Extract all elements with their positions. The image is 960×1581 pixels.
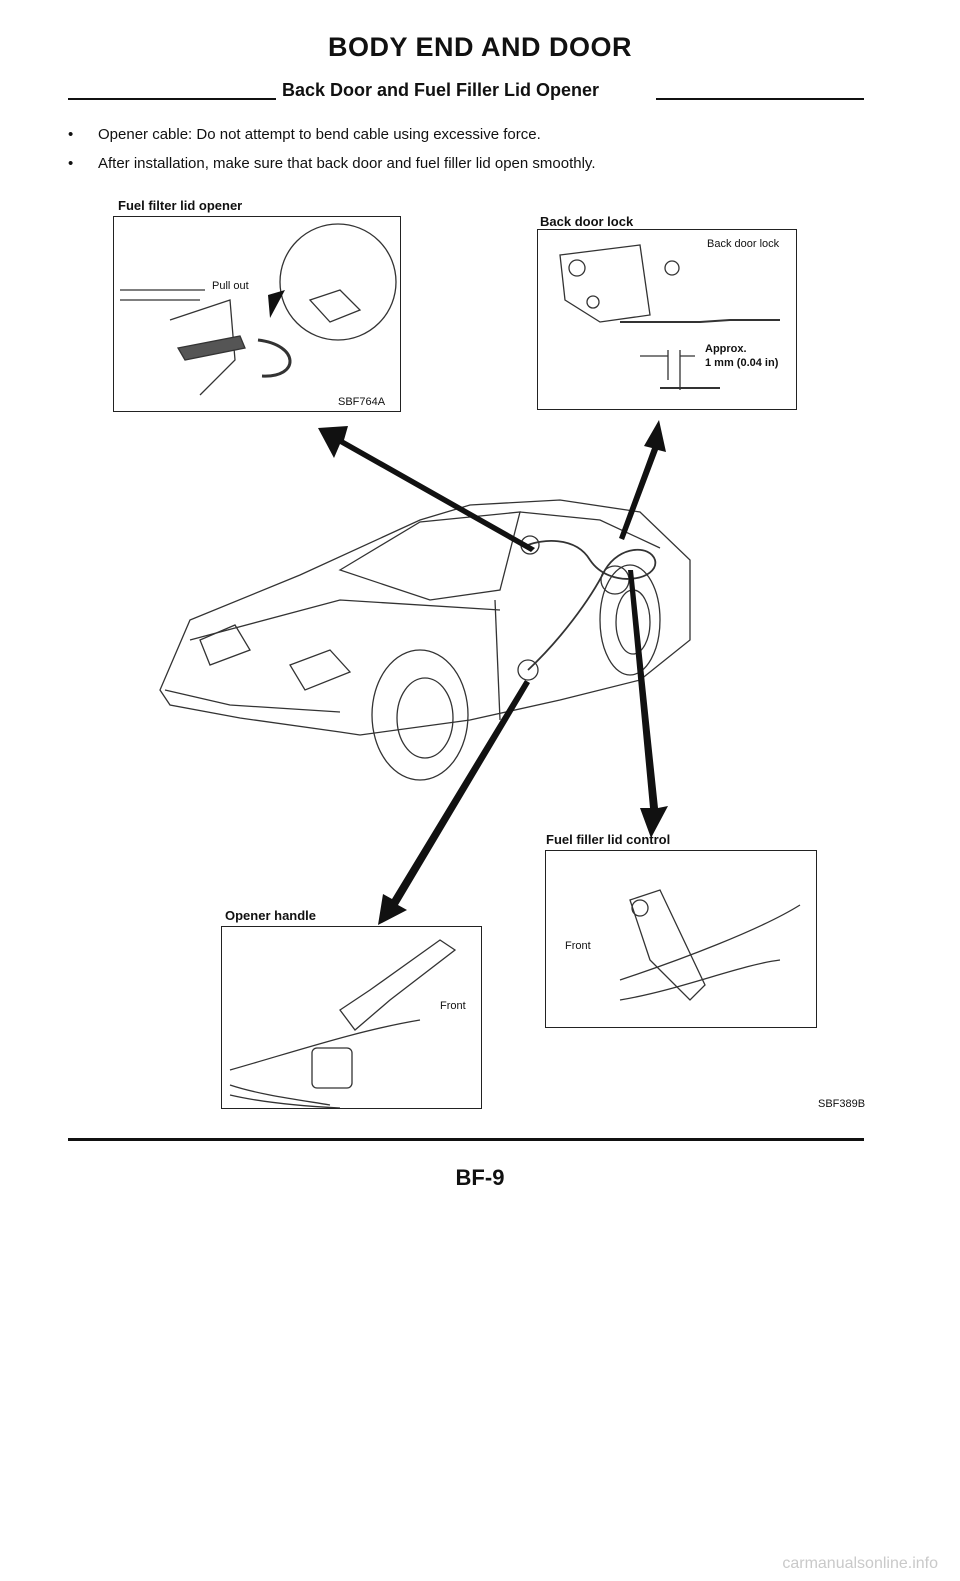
arrow-to-opener-handle xyxy=(378,680,530,925)
figure-code-lid-opener: SBF764A xyxy=(338,396,386,408)
arrow-to-back-door-lock xyxy=(619,420,666,540)
car-headlight-right xyxy=(289,649,352,691)
arrow-to-lid-opener xyxy=(318,426,535,552)
opener-cable xyxy=(527,540,656,671)
watermark: carmanualsonline.info xyxy=(782,1555,938,1572)
car-bumper xyxy=(164,689,341,713)
car-door-line xyxy=(494,599,501,721)
car-roof-line xyxy=(519,511,661,549)
pull-out-label: Pull out xyxy=(212,280,249,292)
front-wheel-hub xyxy=(396,677,454,759)
cable-point-lock xyxy=(520,535,540,555)
figure-frame-fuel-control xyxy=(545,850,817,1028)
back-door-lock-callout: Back door lock xyxy=(707,238,780,250)
bullet-dot: • xyxy=(68,155,74,172)
arrow-to-fuel-control xyxy=(628,570,668,838)
heading-rule-right xyxy=(656,98,864,100)
clearance-label: 1 mm (0.04 in) xyxy=(705,357,779,369)
car-windshield xyxy=(338,511,521,601)
note-item: • After installation, make sure that back… xyxy=(68,155,595,172)
note-item: • Opener cable: Do not attempt to bend ca… xyxy=(68,126,541,143)
car-headlight-left xyxy=(199,624,251,666)
front-label-fuel-control: Front xyxy=(565,940,591,952)
front-wheel xyxy=(371,649,469,781)
figure-frame-opener-handle xyxy=(221,926,482,1109)
note-text: After installation, make sure that back … xyxy=(98,155,596,172)
rear-wheel xyxy=(599,564,661,676)
note-text: Opener cable: Do not attempt to bend cab… xyxy=(98,126,541,143)
bullet-dot: • xyxy=(68,126,74,143)
heading-rule-left xyxy=(68,98,276,100)
figure-frame-lid-opener xyxy=(113,216,401,412)
cable-point-lid xyxy=(600,565,630,595)
figure-frame-back-door-lock xyxy=(537,229,797,410)
footer-rule xyxy=(68,1138,864,1141)
page-number: BF-9 xyxy=(455,1165,505,1190)
rear-wheel-hub xyxy=(615,589,651,655)
figure-code: SBF389B xyxy=(818,1098,866,1110)
section-subtitle: Back Door and Fuel Filler Lid Opener xyxy=(282,80,600,100)
car-outline xyxy=(159,499,691,736)
figure-caption-opener-handle: Opener handle xyxy=(225,908,317,923)
car-hood-line xyxy=(189,599,501,641)
section-heading: Back Door and Fuel Filler Lid Opener xyxy=(68,80,864,110)
figure-caption-back-door-lock: Back door lock xyxy=(540,214,634,229)
figure-caption-lid-opener: Fuel filter lid opener xyxy=(118,198,243,213)
cable-point-handle xyxy=(517,659,539,681)
front-label-opener-handle: Front xyxy=(440,1000,466,1012)
approx-label: Approx. xyxy=(705,343,747,355)
figure-caption-fuel-control: Fuel filler lid control xyxy=(546,832,671,847)
page-title: BODY END AND DOOR xyxy=(327,32,633,62)
